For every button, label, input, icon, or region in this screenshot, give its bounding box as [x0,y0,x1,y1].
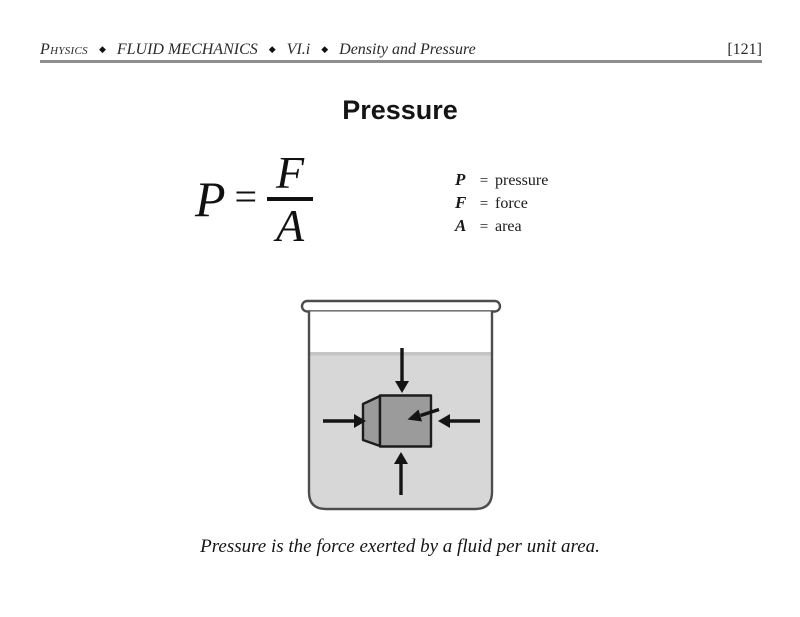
legend-equals: = [479,219,489,235]
topic-label: Density and Pressure [339,41,476,58]
legend-symbol: P [455,170,466,189]
page-number: [121] [727,41,762,58]
beaker-rim [300,299,502,313]
arrowhead-diagonal-icon [407,409,422,422]
arrowhead-up-icon [394,452,408,464]
beaker-body-outline [307,310,494,511]
variable-legend: P = pressure F = force A = area [455,169,548,238]
legend-definition: area [495,218,522,235]
course-label: FLUID MECHANICS [116,41,258,58]
pressure-arrow-heads [354,381,450,464]
page-title: Pressure [342,95,458,125]
page-header: Physics ◆ FLUID MECHANICS ◆ VI.i ◆ Densi… [40,41,762,59]
diamond-separator-icon: ◆ [268,44,276,54]
object-front-face [378,394,433,448]
subject-label: Physics [40,41,88,58]
legend-equals: = [479,196,489,212]
legend-definition: pressure [495,172,549,189]
formula-fraction: F A [267,147,314,251]
formula-equals: = [234,174,258,220]
legend-equals: = [479,173,489,189]
pressure-arrow-shafts [323,348,480,495]
beaker-diagram [300,299,502,511]
section-label: VI.i [286,41,311,58]
diamond-separator-icon: ◆ [98,44,106,54]
arrowhead-right-icon [354,414,366,428]
legend-symbol: A [455,216,467,235]
legend-row: A = area [455,215,548,238]
legend-symbol: F [455,193,467,212]
figure-caption: Pressure is the force exerted by a fluid… [200,536,600,557]
breadcrumb: Physics ◆ FLUID MECHANICS ◆ VI.i ◆ Densi… [40,41,476,59]
pressure-formula: P = F A [195,147,314,251]
legend-row: F = force [455,192,548,215]
pressure-arrow-diagonal [419,407,440,418]
legend-row: P = pressure [455,169,548,192]
arrowhead-down-icon [395,381,409,393]
formula-lhs: P [195,171,226,228]
legend-definition: force [495,195,528,212]
arrowhead-left-icon [438,414,450,428]
formula-denominator: A [276,199,305,251]
diamond-separator-icon: ◆ [321,44,329,54]
fraction-bar [267,197,314,201]
formula-numerator: F [276,147,305,198]
header-rule [40,60,762,63]
